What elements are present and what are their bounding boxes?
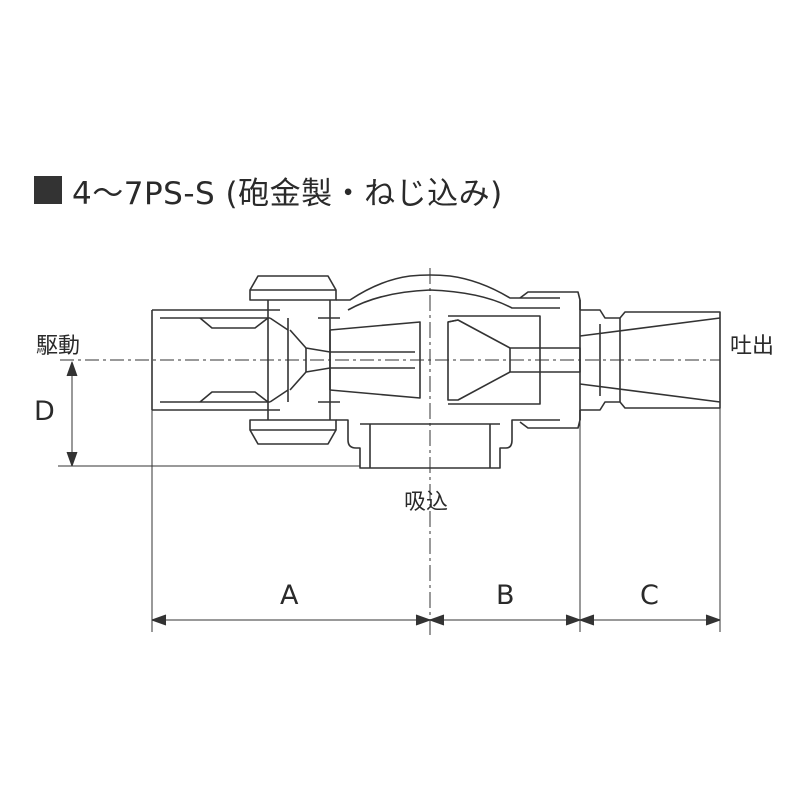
drive-label: 駆動	[36, 334, 81, 359]
dimension-a-label: A	[280, 580, 299, 611]
discharge-outlet	[519, 291, 721, 429]
dimension-abc	[151, 614, 721, 626]
dimension-d-label: D	[34, 396, 55, 427]
body-lower-outline	[336, 419, 560, 469]
extension-lines	[151, 408, 721, 632]
left-hex-nut	[249, 275, 337, 445]
title-square-icon	[34, 176, 62, 204]
dimension-c-label: C	[640, 580, 659, 611]
body-upper-outline	[336, 274, 560, 301]
title-text: 4～7PS-S (砲金製・ねじ込み)	[72, 175, 503, 212]
dimension-b-label: B	[496, 580, 515, 611]
page-title: 4～7PS-S (砲金製・ねじ込み)	[34, 168, 503, 212]
drive-nozzle	[287, 317, 421, 403]
dimension-d	[58, 361, 360, 467]
suction-label: 吸込	[404, 490, 449, 515]
body-upper-inner	[347, 289, 560, 311]
drive-inlet-tube	[151, 309, 289, 411]
diffuser	[447, 315, 721, 405]
discharge-label: 吐出	[730, 334, 775, 359]
